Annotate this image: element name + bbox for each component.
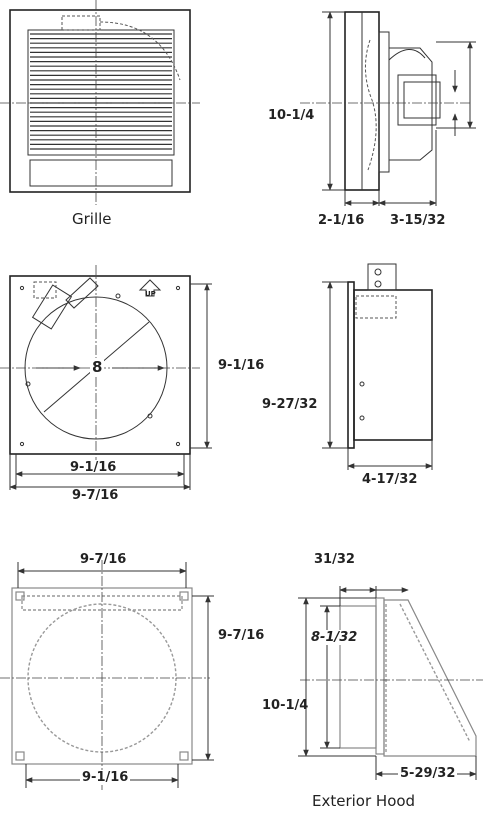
housing-height-label: 9-1/16 — [218, 358, 265, 373]
hood-inner-height-label: 8-1/32 — [310, 630, 359, 645]
hood-top-depth-label: 31/32 — [314, 552, 355, 567]
grille-front-view — [0, 0, 200, 205]
grille-caption: Grille — [72, 210, 112, 228]
grille-louvers — [30, 33, 172, 150]
hood-side-view — [298, 586, 483, 780]
hood-projection-label: 5-29/32 — [398, 766, 458, 781]
duct-diameter-label: 8 — [90, 358, 105, 376]
hood-side-height-label: 10-1/4 — [262, 698, 309, 713]
housing-outer-width-label: 9-7/16 — [72, 488, 119, 503]
housing-front-view — [0, 265, 212, 490]
grille-depth-b-label: 3-15/32 — [390, 213, 446, 228]
housing-side-view — [322, 263, 433, 470]
housing-side-height-label: 9-27/32 — [262, 397, 318, 412]
hood-caption: Exterior Hood — [312, 792, 416, 810]
grille-depth-a-label: 2-1/16 — [318, 213, 365, 228]
hood-top-width-label: 9-7/16 — [80, 552, 127, 567]
grille-height-label: 10-1/4 — [268, 108, 315, 123]
hood-bottom-width-label: 9-1/16 — [80, 770, 131, 785]
grille-side-view — [300, 11, 476, 206]
up-marker-label: UP — [145, 290, 156, 298]
hood-height-label: 9-7/16 — [218, 628, 265, 643]
hood-front-view — [0, 560, 214, 790]
housing-side-depth-label: 4-17/32 — [362, 472, 418, 487]
housing-inner-width-label: 9-1/16 — [70, 460, 117, 475]
